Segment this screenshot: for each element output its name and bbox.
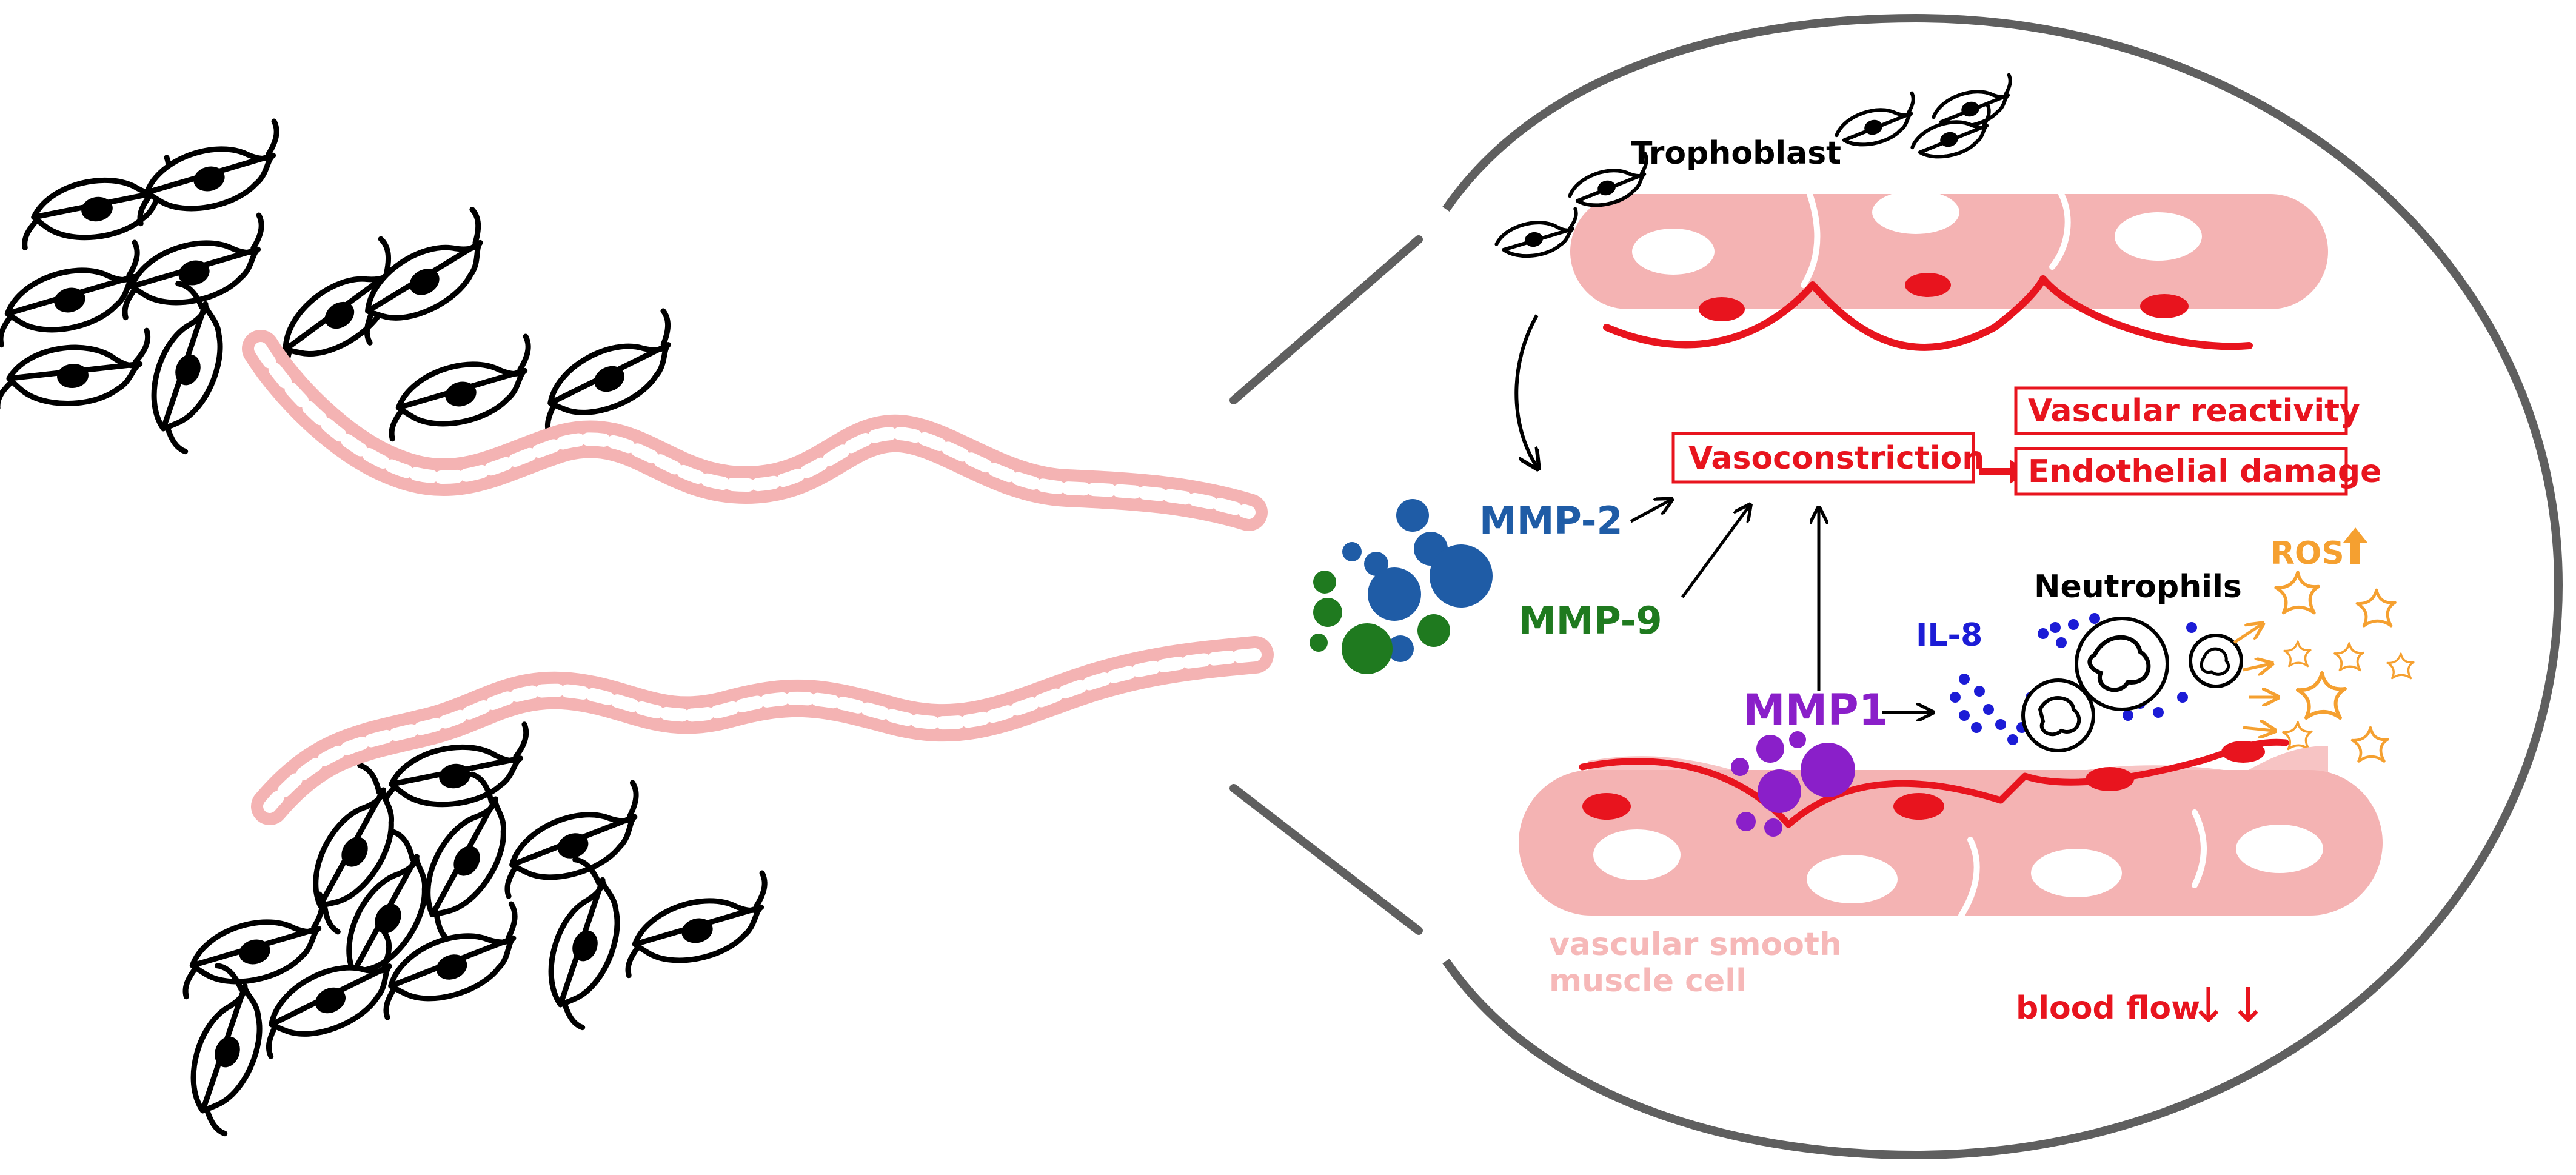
- ros-arrows: [2233, 624, 2277, 731]
- vascular-reactivity-label: Vascular reactivity: [2028, 393, 2360, 429]
- trophoblast-cell-icon: [523, 311, 692, 437]
- spiral-artery-upper: [242, 330, 1268, 531]
- trophoblast-cell-icon: [487, 783, 656, 898]
- neutrophil-icon: [2021, 678, 2095, 752]
- trophoblast-cell-icon: [164, 965, 279, 1134]
- vasoconstriction-box: Vasoconstriction: [1671, 432, 1984, 484]
- trophoblast-cell-icon: [522, 859, 637, 1028]
- trophoblast-cluster-upper: [0, 121, 692, 452]
- ros-label: ROS: [2270, 535, 2344, 572]
- zoom-lens: [1229, 13, 2563, 1160]
- arrow-trophoblast-to-mmp: [1514, 314, 1537, 467]
- ros-star-icon: [2283, 640, 2312, 668]
- trophoblast-cell-icon: [125, 283, 240, 452]
- spiral-artery-lower: [251, 636, 1274, 825]
- trophoblast-cell-icon: [612, 873, 780, 977]
- smooth-muscle-label-line1: vascular smooth: [1549, 926, 1842, 963]
- ros-stars: [2276, 572, 2415, 762]
- ros-star-icon: [2276, 572, 2318, 613]
- trophoblast-cell-icon: [376, 336, 543, 441]
- endothelial-damage-box: Endothelial damage: [2014, 447, 2381, 496]
- up-arrow-icon: [2343, 527, 2367, 564]
- arrow-mmp2-to-vasoconstriction: [1630, 500, 1670, 523]
- trophoblast-cell-icon: [1831, 93, 1922, 153]
- vascular-reactivity-box: Vascular reactivity: [2014, 386, 2360, 435]
- neutrophils-label: Neutrophils: [2034, 569, 2242, 605]
- ros-star-icon: [2357, 590, 2395, 626]
- ros-star-icon: [2386, 652, 2415, 680]
- blood-flow-down-arrows: ↓↓: [2189, 979, 2268, 1033]
- mmp1-droplets: [1731, 731, 1855, 837]
- mmp9-label: MMP-9: [1519, 598, 1662, 643]
- ros-star-icon: [2352, 728, 2388, 762]
- trophoblast-cluster-lower: [164, 725, 780, 1134]
- arrow-mmp9-to-vasoconstriction: [1681, 506, 1749, 598]
- blood-flow-label: blood flow: [2016, 990, 2200, 1026]
- smooth-muscle-label-line2: muscle cell: [1549, 963, 1747, 999]
- mmp1-label: MMP1: [1743, 685, 1888, 735]
- trophoblast-cell-icon: [14, 158, 179, 250]
- neutrophil-icon: [2075, 617, 2169, 711]
- trophoblast-cell-icon: [0, 330, 153, 410]
- vessel-lower: [1519, 738, 2383, 919]
- neutrophil-icon: [2189, 634, 2243, 688]
- vessel-upper: [1570, 190, 2328, 351]
- ros-star-icon: [2298, 673, 2345, 718]
- mmp2-droplets: [1342, 499, 1493, 662]
- mmp2-label: MMP-2: [1479, 498, 1623, 543]
- trophoblast-cell-icon: [1493, 209, 1582, 261]
- trophoblast-label: Trophoblast: [1631, 135, 1841, 172]
- mmp9-droplets: [1310, 571, 1450, 674]
- il8-label: IL-8: [1916, 617, 1982, 654]
- endothelial-damage-label: Endothelial damage: [2028, 454, 2381, 490]
- vasoconstriction-label: Vasoconstriction: [1688, 440, 1984, 477]
- ros-star-icon: [2333, 642, 2364, 672]
